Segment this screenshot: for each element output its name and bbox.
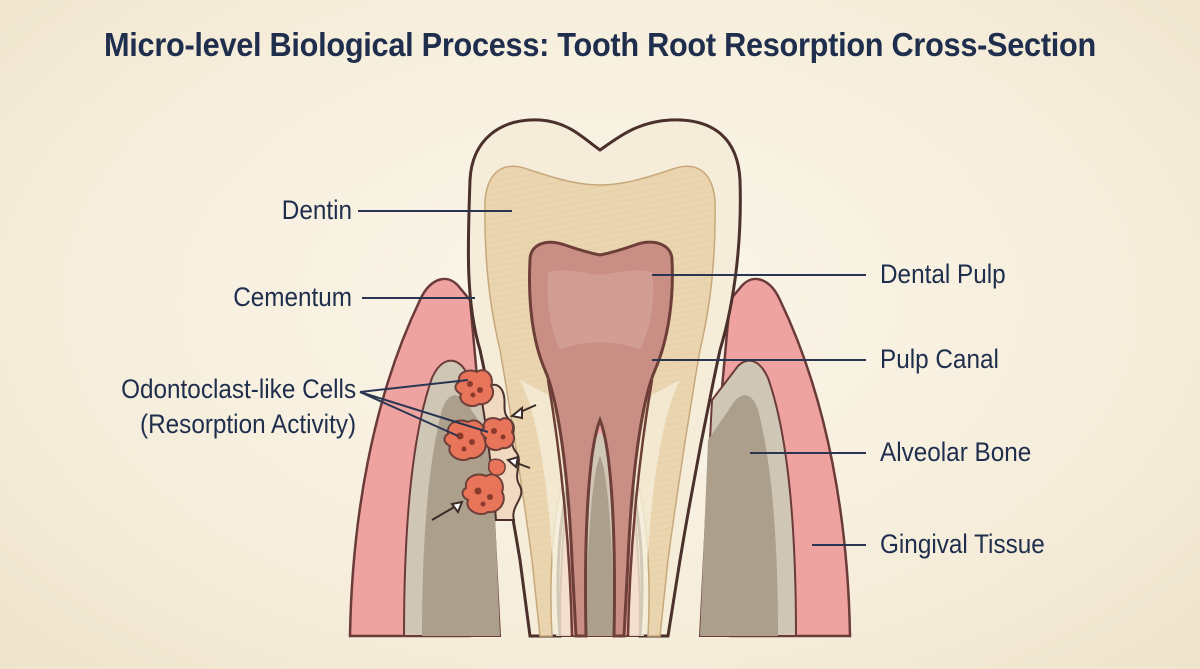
leader-lines [358, 210, 866, 546]
resorption-arrows [431, 404, 537, 521]
odontoclast-cell [454, 369, 495, 408]
label-dentin: Dentin [281, 195, 352, 225]
pulp-canal-right [626, 379, 654, 637]
odontoclast-cell [480, 417, 516, 452]
label-gingival-tissue: Gingival Tissue [880, 529, 1045, 559]
label-odontoclast-line1: Odontoclast-like Cells [121, 374, 356, 404]
label-dental-pulp: Dental Pulp [880, 259, 1006, 289]
label-cementum: Cementum [233, 282, 352, 312]
page-title: Micro-level Biological Process: Tooth Ro… [104, 26, 1096, 63]
odontoclast-cell [461, 473, 505, 516]
label-alveolar-bone: Alveolar Bone [880, 437, 1032, 467]
label-pulp-canal: Pulp Canal [880, 344, 999, 374]
odontoclast-cells [443, 369, 516, 516]
odontoclast-cell-small [487, 458, 506, 476]
pulp-canal-left [546, 379, 574, 637]
odontoclast-cell [443, 419, 487, 462]
label-odontoclast-line2: (Resorption Activity) [139, 409, 356, 439]
right-gingival-tissue [698, 277, 852, 638]
